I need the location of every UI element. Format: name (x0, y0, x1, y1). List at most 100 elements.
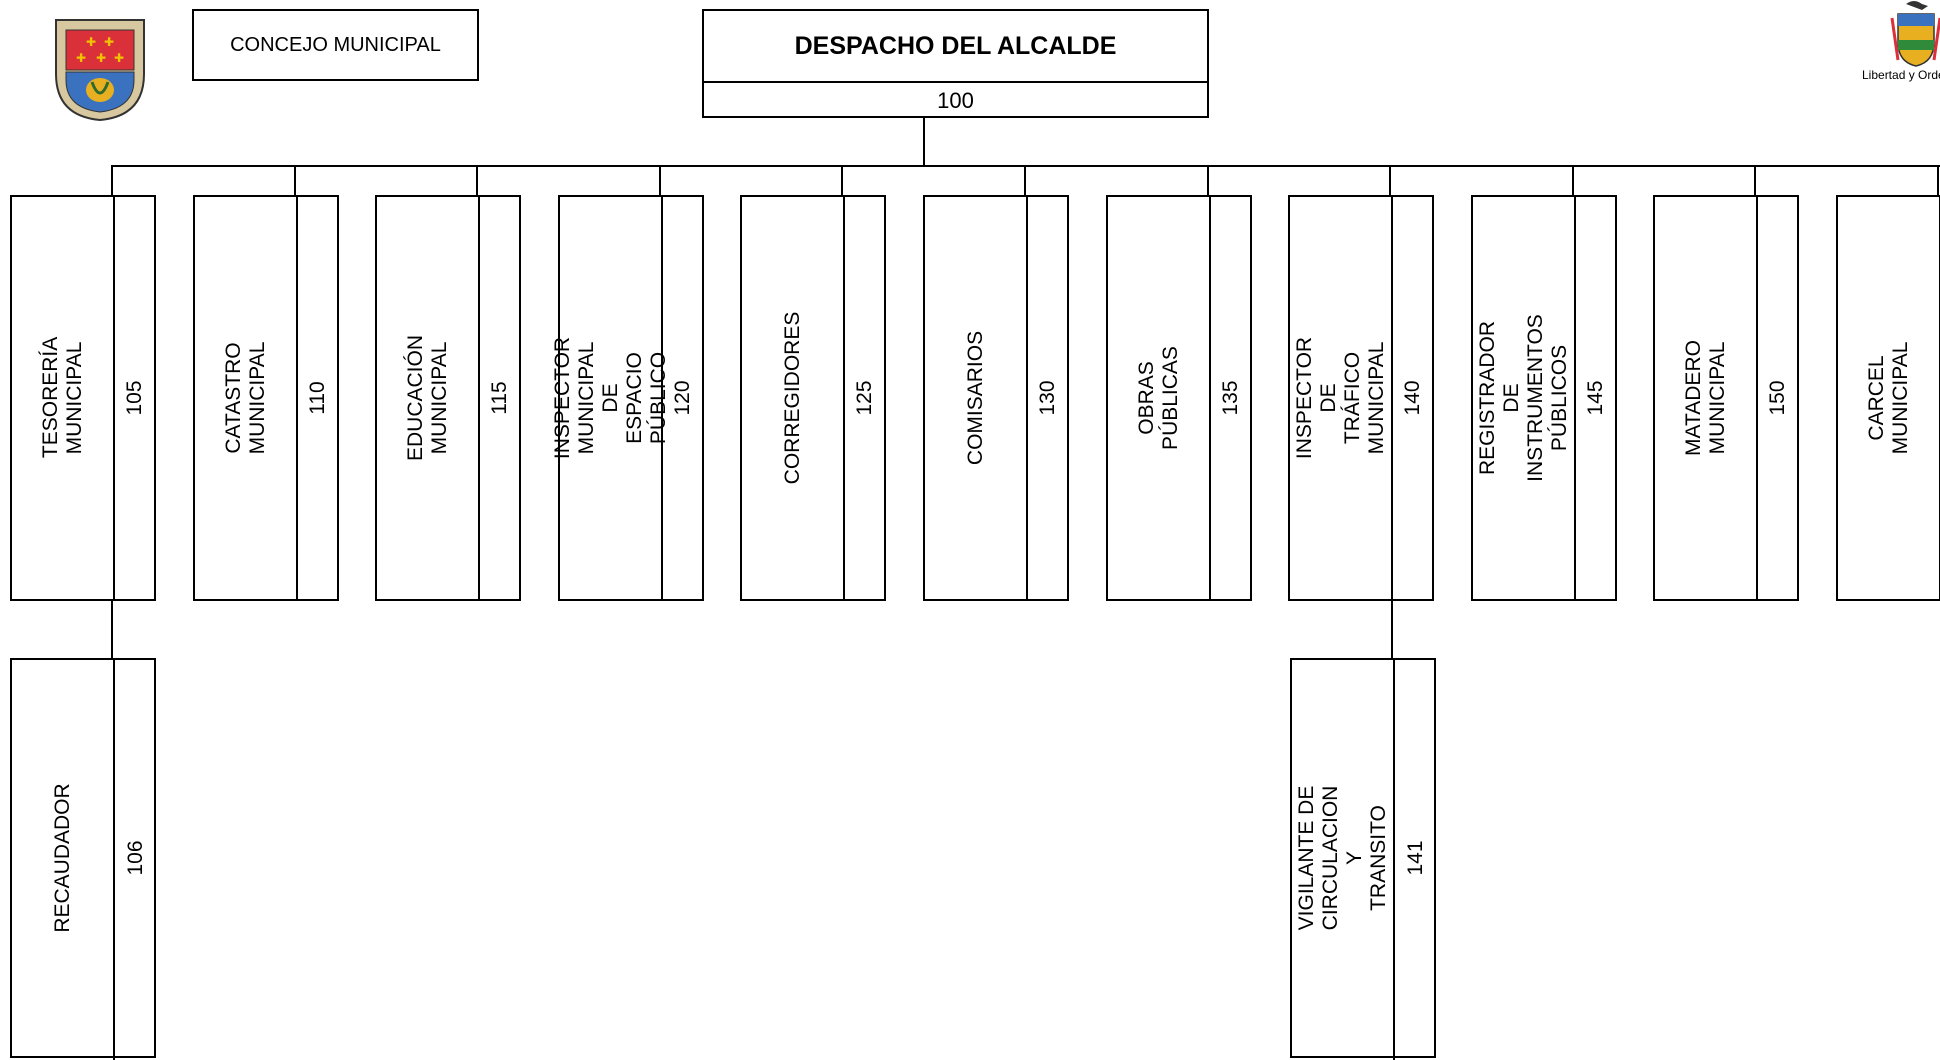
department-box: EDUCACIÓN MUNICIPAL 115 (375, 195, 521, 601)
department-code-cell: 105 (115, 197, 154, 599)
concejo-municipal-label: CONCEJO MUNICIPAL (230, 33, 441, 56)
department-connector (841, 165, 843, 195)
connector-alcalde-down (923, 117, 925, 167)
department-label: REGISTRADOR DE INSTRUMENTOS PÚBLICOS (1475, 314, 1571, 482)
department-code-cell: 150 (1758, 197, 1797, 599)
sub-unit-label: RECAUDADOR (50, 783, 74, 933)
department-code: 150 (1765, 380, 1789, 416)
right-logo-caption: Libertad y Orden (1862, 68, 1940, 82)
department-label-cell: CARCEL MUNICIPAL (1838, 197, 1939, 599)
department-label: CARCEL MUNICIPAL (1864, 341, 1912, 455)
department-divider (1026, 197, 1028, 599)
svg-text:✚: ✚ (96, 51, 106, 65)
sub-unit-code-cell (1393, 658, 1395, 1060)
department-code: 105 (122, 380, 146, 416)
department-code-cell: 110 (298, 197, 337, 599)
department-box: CATASTRO MUNICIPAL 110 (193, 195, 339, 601)
department-divider (478, 197, 480, 599)
sub-unit-code-area: 106 (115, 660, 156, 1056)
department-label: TESORERÍA MUNICIPAL (38, 336, 86, 459)
department-connector (1207, 165, 1209, 195)
department-label: CATASTRO MUNICIPAL (221, 341, 269, 455)
department-code: 125 (852, 380, 876, 416)
department-divider (1756, 197, 1758, 599)
sub-unit-vigilante: VIGILANTE DE CIRCULACION Y TRANSITO 141 (1290, 658, 1436, 1060)
despacho-alcalde-title: DESPACHO DEL ALCALDE (704, 11, 1207, 83)
connector-tesoreria-recaudador (111, 600, 113, 660)
department-box: MATADERO MUNICIPAL 150 (1653, 195, 1799, 601)
department-connector (1937, 165, 1939, 195)
sub-unit-code: 106 (123, 840, 147, 876)
colombia-coat-of-arms-logo: Libertad y Orden (1836, 0, 1940, 90)
department-box: CORREGIDORES 125 (740, 195, 886, 601)
department-connector (476, 165, 478, 195)
concejo-municipal-box: CONCEJO MUNICIPAL (192, 9, 479, 81)
department-label: MATADERO MUNICIPAL (1681, 340, 1729, 456)
department-code: 115 (487, 381, 511, 415)
department-divider (1209, 197, 1211, 599)
connector-transito-vigilante (1391, 600, 1393, 660)
department-box: REGISTRADOR DE INSTRUMENTOS PÚBLICOS 145 (1471, 195, 1617, 601)
department-divider (661, 197, 663, 599)
department-code: 110 (305, 381, 329, 415)
department-code: 130 (1035, 380, 1059, 416)
department-box: INSPECTOR DE TRÁFICO MUNICIPAL 140 (1288, 195, 1434, 601)
department-box: COMISARIOS 130 (923, 195, 1069, 601)
sub-unit-label: VIGILANTE DE CIRCULACION Y TRANSITO (1294, 785, 1390, 931)
cucuta-coat-of-arms-logo: ✚ ✚ ✚ ✚ ✚ (52, 16, 148, 124)
department-connector (1572, 165, 1574, 195)
department-box: TESORERÍA MUNICIPAL 105 (10, 195, 156, 601)
svg-text:✚: ✚ (104, 35, 114, 49)
sub-unit-code: 141 (1403, 840, 1427, 876)
sub-unit-code-cell (113, 658, 115, 1060)
sub-unit-recaudador: RECAUDADOR 106 (10, 658, 156, 1060)
department-label-cell: INSPECTOR MUNICIPAL DE ESPACIO PÚBLICO (551, 197, 670, 599)
department-code: 120 (670, 380, 694, 416)
department-label: CORREGIDORES (780, 311, 804, 485)
department-code: 140 (1400, 380, 1424, 416)
department-code-cell: 125 (845, 197, 884, 599)
department-divider (1391, 197, 1393, 599)
department-label: INSPECTOR MUNICIPAL DE ESPACIO PÚBLICO (550, 336, 670, 460)
sub-unit-label-cell: VIGILANTE DE CIRCULACION Y TRANSITO (1292, 660, 1393, 1056)
department-code: 135 (1218, 380, 1242, 416)
svg-text:✚: ✚ (76, 51, 86, 65)
department-divider (843, 197, 845, 599)
department-connector (1754, 165, 1756, 195)
department-label-cell: TESORERÍA MUNICIPAL (12, 197, 113, 599)
sub-unit-label-cell: RECAUDADOR (12, 660, 113, 1056)
despacho-alcalde-code: 100 (937, 87, 974, 113)
department-label: EDUCACIÓN MUNICIPAL (403, 334, 451, 462)
department-code-cell: 145 (1576, 197, 1615, 599)
department-code: 145 (1583, 380, 1607, 416)
department-label-cell: COMISARIOS (925, 197, 1026, 599)
department-code-cell: 115 (480, 197, 519, 599)
svg-text:✚: ✚ (86, 35, 96, 49)
department-label-cell: INSPECTOR DE TRÁFICO MUNICIPAL (1290, 197, 1391, 599)
department-label-cell: EDUCACIÓN MUNICIPAL (377, 197, 478, 599)
department-code-cell: 120 (663, 197, 702, 599)
department-divider (296, 197, 298, 599)
department-label: OBRAS PÚBLICAS (1134, 346, 1182, 450)
department-label: INSPECTOR DE TRÁFICO MUNICIPAL (1292, 336, 1388, 460)
department-divider (113, 197, 115, 599)
department-connector (1389, 165, 1391, 195)
despacho-alcalde-box: DESPACHO DEL ALCALDE 100 (702, 9, 1209, 118)
department-label-cell: REGISTRADOR DE INSTRUMENTOS PÚBLICOS (1473, 197, 1574, 599)
department-connector (659, 165, 661, 195)
sub-unit-code-area: 141 (1395, 660, 1436, 1056)
department-box: OBRAS PÚBLICAS 135 (1106, 195, 1252, 601)
department-connector (294, 165, 296, 195)
department-code-cell: 135 (1211, 197, 1250, 599)
department-label-cell: OBRAS PÚBLICAS (1108, 197, 1209, 599)
department-code-cell: 140 (1393, 197, 1432, 599)
department-label-cell: CORREGIDORES (742, 197, 843, 599)
department-label-cell: CATASTRO MUNICIPAL (195, 197, 296, 599)
department-divider (1574, 197, 1576, 599)
department-connector (111, 165, 113, 195)
department-code-cell: 130 (1028, 197, 1067, 599)
department-label-cell: MATADERO MUNICIPAL (1655, 197, 1756, 599)
svg-text:✚: ✚ (114, 51, 124, 65)
department-box: CARCEL MUNICIPAL155 (1836, 195, 1940, 601)
